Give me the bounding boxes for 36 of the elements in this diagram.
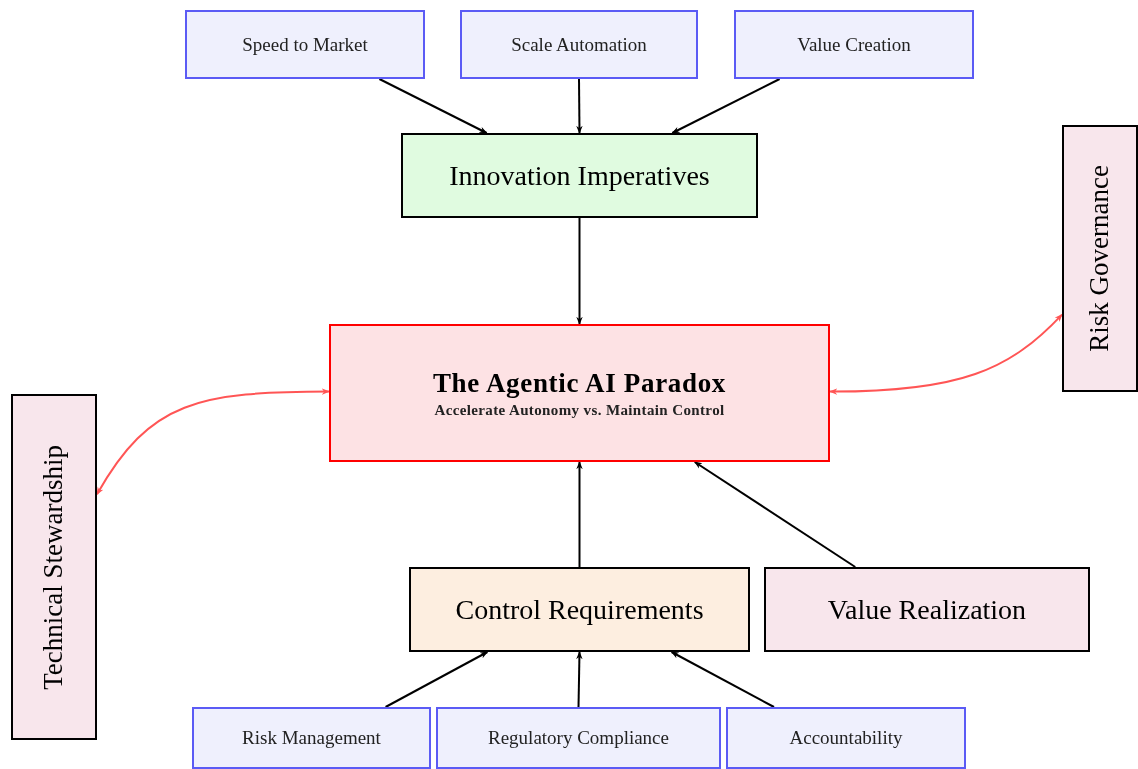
- node-label: The Agentic AI Paradox: [432, 366, 727, 400]
- driver-box: [460, 10, 698, 79]
- arrow: [693, 461, 857, 568]
- driver-box: [185, 10, 425, 79]
- node-label: Risk Management: [242, 726, 381, 750]
- arrow: [378, 78, 488, 134]
- node-label: Innovation Imperatives: [449, 159, 710, 193]
- category-box: [409, 567, 750, 652]
- node-label: Value Creation: [797, 32, 911, 57]
- factor-box: [726, 707, 966, 769]
- node-label: Scale Automation: [511, 32, 647, 57]
- arrow: [670, 651, 775, 708]
- node-subtitle: Accelerate Autonomy vs. Maintain Control: [434, 400, 725, 420]
- arrow: [576, 78, 583, 134]
- central-box: [329, 324, 830, 462]
- node-label: Control Requirements: [455, 593, 704, 627]
- node-label: Accountability: [789, 726, 903, 750]
- category-box: [401, 133, 758, 218]
- driver-box: [734, 10, 974, 79]
- node-label: Value Realization: [827, 593, 1027, 627]
- side-box: [1062, 125, 1138, 392]
- factor-box: [192, 707, 431, 769]
- arrow: [671, 78, 781, 134]
- arrow: [576, 217, 583, 325]
- side-box: [11, 394, 97, 740]
- node-label: Speed to Market: [242, 32, 368, 57]
- node-label: Technical Stewardship: [37, 444, 70, 690]
- node-label: Risk Governance: [1083, 165, 1116, 352]
- arrow: [384, 651, 489, 708]
- arrow: [576, 461, 583, 568]
- bidirectional-arrow: [96, 388, 330, 496]
- factor-box: [436, 707, 721, 769]
- bidirectional-arrow: [829, 313, 1063, 395]
- node-label: Regulatory Compliance: [488, 726, 669, 750]
- arrow: [576, 651, 583, 708]
- category-box: [764, 567, 1090, 652]
